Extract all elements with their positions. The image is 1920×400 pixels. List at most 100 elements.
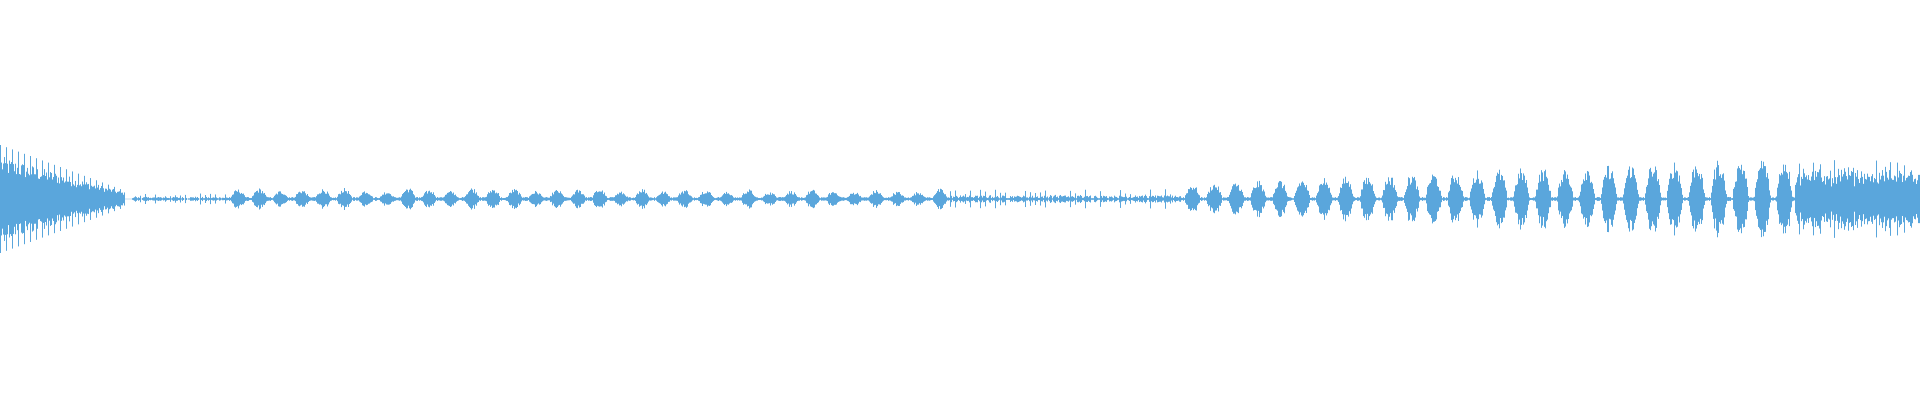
waveform-sample bbox=[33, 167, 34, 231]
waveform-sample bbox=[730, 195, 731, 203]
waveform-sample bbox=[1150, 189, 1151, 209]
waveform-sample bbox=[1755, 187, 1756, 211]
waveform-sample bbox=[1823, 180, 1824, 218]
waveform-sample bbox=[1801, 176, 1802, 222]
waveform-sample bbox=[1045, 190, 1046, 208]
waveform-sample bbox=[539, 193, 540, 205]
waveform-sample bbox=[1050, 195, 1051, 203]
waveform-sample bbox=[1815, 170, 1816, 228]
waveform-sample bbox=[1103, 195, 1104, 203]
waveform-sample bbox=[845, 197, 846, 201]
waveform-sample bbox=[310, 197, 311, 201]
waveform-sample bbox=[823, 197, 824, 201]
waveform-sample bbox=[629, 197, 630, 201]
waveform-sample bbox=[919, 194, 920, 204]
waveform-sample bbox=[1528, 193, 1529, 205]
waveform-sample bbox=[1782, 174, 1783, 224]
waveform-sample bbox=[1484, 193, 1485, 205]
waveform-sample bbox=[468, 192, 469, 206]
waveform-sample bbox=[175, 195, 176, 203]
waveform-sample bbox=[1026, 197, 1027, 201]
waveform-sample bbox=[1337, 197, 1338, 201]
waveform-sample bbox=[97, 187, 98, 211]
waveform-sample bbox=[1169, 196, 1170, 202]
waveform-sample bbox=[1822, 182, 1823, 216]
waveform-sample bbox=[1717, 160, 1718, 238]
waveform-sample bbox=[625, 195, 626, 203]
waveform-sample bbox=[1206, 197, 1207, 201]
waveform-sample bbox=[779, 197, 780, 201]
waveform-sample bbox=[95, 188, 96, 210]
waveform-sample bbox=[1025, 190, 1026, 208]
waveform-sample bbox=[936, 192, 937, 206]
waveform-sample bbox=[1014, 196, 1015, 202]
waveform-sample bbox=[1564, 170, 1565, 228]
waveform-sample bbox=[494, 190, 495, 208]
waveform-sample bbox=[352, 198, 353, 200]
waveform-sample bbox=[317, 194, 318, 204]
waveform-sample bbox=[1829, 178, 1830, 220]
waveform-sample bbox=[981, 195, 982, 203]
waveform-sample bbox=[588, 197, 589, 201]
waveform-sample bbox=[361, 195, 362, 203]
waveform-sample bbox=[1750, 197, 1751, 201]
waveform-sample bbox=[1401, 197, 1402, 201]
waveform-sample bbox=[1794, 197, 1795, 201]
waveform-sample bbox=[917, 193, 918, 205]
waveform-sample bbox=[306, 195, 307, 203]
waveform-sample bbox=[476, 192, 477, 206]
waveform-sample bbox=[841, 197, 842, 201]
waveform-sample bbox=[1464, 197, 1465, 201]
waveform-sample bbox=[68, 181, 69, 217]
waveform-sample bbox=[970, 190, 971, 208]
waveform-sample bbox=[1500, 179, 1501, 219]
waveform-sample bbox=[754, 196, 755, 202]
waveform-sample bbox=[1196, 187, 1197, 211]
waveform-sample bbox=[985, 191, 986, 207]
waveform-sample bbox=[874, 192, 875, 206]
waveform-sample bbox=[1550, 190, 1551, 208]
waveform-sample bbox=[945, 194, 946, 204]
waveform-sample bbox=[423, 195, 424, 203]
waveform-sample bbox=[1512, 197, 1513, 201]
waveform-sample bbox=[145, 193, 146, 205]
waveform-sample bbox=[133, 197, 134, 201]
waveform-sample bbox=[335, 197, 336, 201]
waveform-sample bbox=[997, 196, 998, 202]
waveform-sample bbox=[909, 198, 910, 200]
waveform-sample bbox=[1052, 198, 1053, 200]
waveform-sample bbox=[484, 197, 485, 201]
waveform-sample bbox=[79, 185, 80, 213]
waveform-sample bbox=[11, 162, 12, 236]
waveform-sample bbox=[820, 198, 821, 200]
waveform-sample bbox=[1303, 182, 1304, 216]
waveform-sample bbox=[1659, 185, 1660, 213]
waveform-sample bbox=[288, 197, 289, 201]
waveform-sample bbox=[1399, 197, 1400, 201]
waveform-sample bbox=[1241, 189, 1242, 209]
waveform-sample bbox=[546, 197, 547, 201]
waveform-sample bbox=[953, 196, 954, 202]
waveform-sample bbox=[762, 197, 763, 201]
waveform-sample bbox=[1362, 189, 1363, 209]
waveform-sample bbox=[369, 194, 370, 204]
waveform-sample bbox=[1558, 187, 1559, 211]
waveform-sample bbox=[1655, 166, 1656, 232]
waveform-sample bbox=[137, 198, 138, 200]
waveform-sample bbox=[535, 190, 536, 208]
waveform-sample bbox=[881, 194, 882, 204]
waveform-sample bbox=[408, 192, 409, 206]
waveform-sample bbox=[1013, 197, 1014, 201]
waveform-sample bbox=[991, 198, 992, 200]
waveform-sample bbox=[784, 197, 785, 201]
waveform-sample bbox=[1029, 196, 1030, 202]
waveform-sample bbox=[1263, 189, 1264, 209]
waveform-sample bbox=[153, 197, 154, 201]
waveform-sample bbox=[1180, 196, 1181, 202]
waveform-sample bbox=[231, 196, 232, 202]
waveform-sample bbox=[467, 194, 468, 204]
waveform-sample bbox=[1629, 166, 1630, 232]
waveform-sample bbox=[1419, 196, 1420, 202]
waveform-sample bbox=[711, 195, 712, 203]
